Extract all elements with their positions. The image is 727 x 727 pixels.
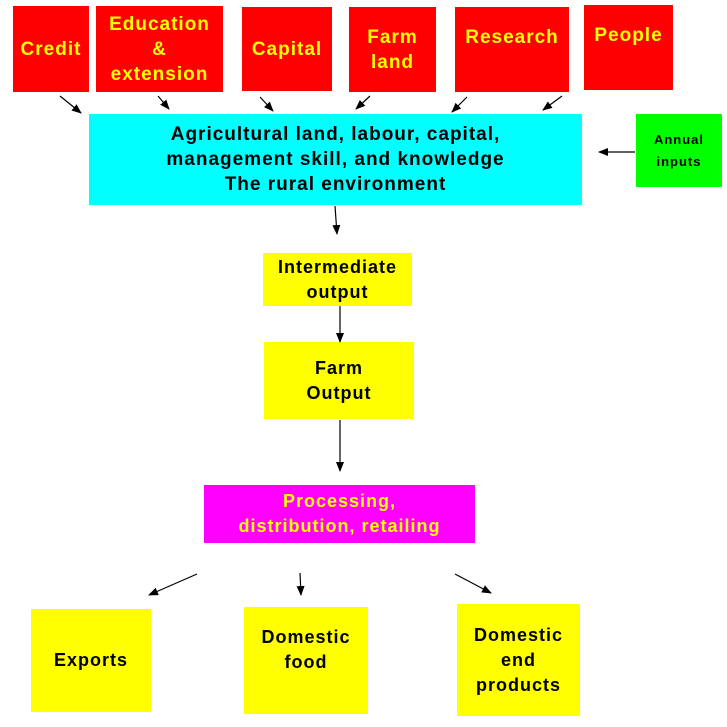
domestic-end-products-box: Domestic end products xyxy=(457,604,580,716)
exports-box: Exports xyxy=(31,609,151,712)
arrow-resources-to-intermediate xyxy=(332,205,341,235)
capital-box: Capital xyxy=(242,7,332,91)
arrow-credit-to-resources xyxy=(59,95,82,114)
people-box: People xyxy=(584,5,673,90)
agricultural-resources-box: Agricultural land, labour, capital, mana… xyxy=(89,114,582,205)
farm-land-box: Farm land xyxy=(349,7,436,92)
intermediate-output-box: Intermediate output xyxy=(263,253,412,306)
arrow-people-to-resources xyxy=(542,95,563,111)
arrow-education-to-resources xyxy=(157,95,170,110)
research-box: Research xyxy=(455,7,569,92)
arrow-research-to-resources xyxy=(451,96,468,113)
education-extension-box: Education & extension xyxy=(96,6,223,92)
arrow-capital-to-resources xyxy=(259,96,274,112)
arrow-farm-land-to-resources xyxy=(355,95,371,110)
processing-distribution-retailing-box: Processing, distribution, retailing xyxy=(204,485,475,543)
annual-inputs-box: Annual inputs xyxy=(636,114,722,187)
credit-box: Credit xyxy=(13,6,89,92)
domestic-food-box: Domestic food xyxy=(244,607,368,714)
farm-output-box: Farm Output xyxy=(264,342,414,419)
arrow-processing-to-domestic-food xyxy=(296,572,305,596)
arrow-processing-to-end-products xyxy=(454,573,492,594)
arrow-processing-to-exports xyxy=(148,573,198,596)
